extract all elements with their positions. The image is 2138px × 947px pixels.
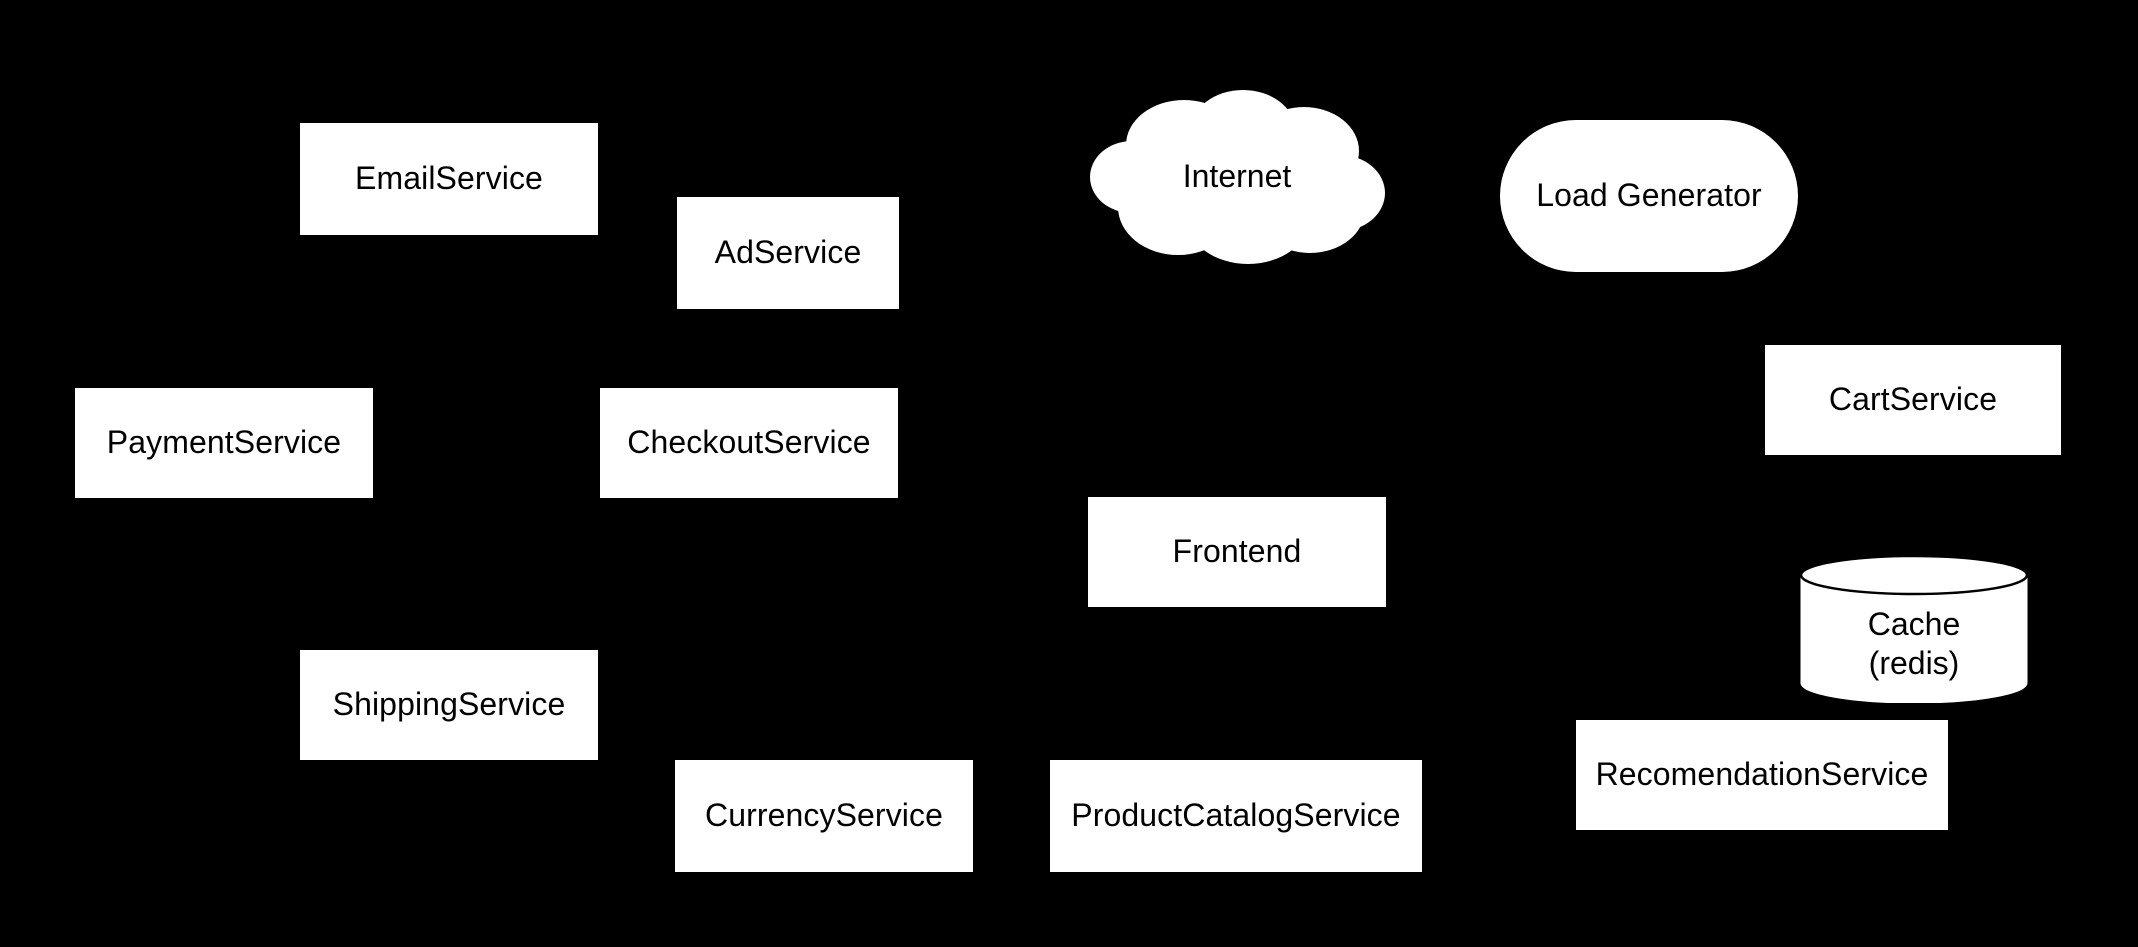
- node-label-recomendation-service: RecomendationService: [1595, 756, 1929, 793]
- node-label-cart-service: CartService: [1828, 381, 1998, 418]
- node-load-generator[interactable]: Load Generator: [1500, 120, 1798, 272]
- node-label-payment-service: PaymentService: [106, 424, 342, 461]
- node-product-catalog-service[interactable]: ProductCatalogService: [1050, 760, 1422, 872]
- node-label-shipping-service: ShippingService: [332, 686, 566, 723]
- cloud-icon: [1090, 90, 1385, 264]
- node-label-checkout-service: CheckoutService: [627, 424, 871, 461]
- node-recomendation-service[interactable]: RecomendationService: [1576, 720, 1948, 830]
- node-label-load-generator: Load Generator: [1536, 177, 1762, 214]
- node-label-product-catalog-service: ProductCatalogService: [1071, 797, 1401, 834]
- node-payment-service[interactable]: PaymentService: [75, 388, 373, 498]
- node-label-ad-service: AdService: [714, 234, 862, 271]
- node-label-internet: Internet: [1182, 158, 1292, 194]
- node-cache-redis[interactable]: Cache (redis): [1800, 555, 2028, 703]
- node-label-cache-redis-line2: (redis): [1868, 645, 1960, 681]
- node-internet[interactable]: Internet: [1088, 85, 1386, 265]
- node-label-email-service: EmailService: [355, 160, 543, 197]
- node-checkout-service[interactable]: CheckoutService: [600, 388, 898, 498]
- node-currency-service[interactable]: CurrencyService: [675, 760, 973, 872]
- node-label-frontend: Frontend: [1172, 533, 1302, 570]
- node-email-service[interactable]: EmailService: [300, 123, 598, 235]
- database-cylinder-icon: [1800, 555, 2028, 703]
- node-frontend[interactable]: Frontend: [1088, 497, 1386, 607]
- node-label-currency-service: CurrencyService: [704, 797, 943, 834]
- node-shipping-service[interactable]: ShippingService: [300, 650, 598, 760]
- node-ad-service[interactable]: AdService: [677, 197, 899, 309]
- node-cart-service[interactable]: CartService: [1765, 345, 2061, 455]
- node-label-cache-redis-line1: Cache: [1867, 606, 1961, 642]
